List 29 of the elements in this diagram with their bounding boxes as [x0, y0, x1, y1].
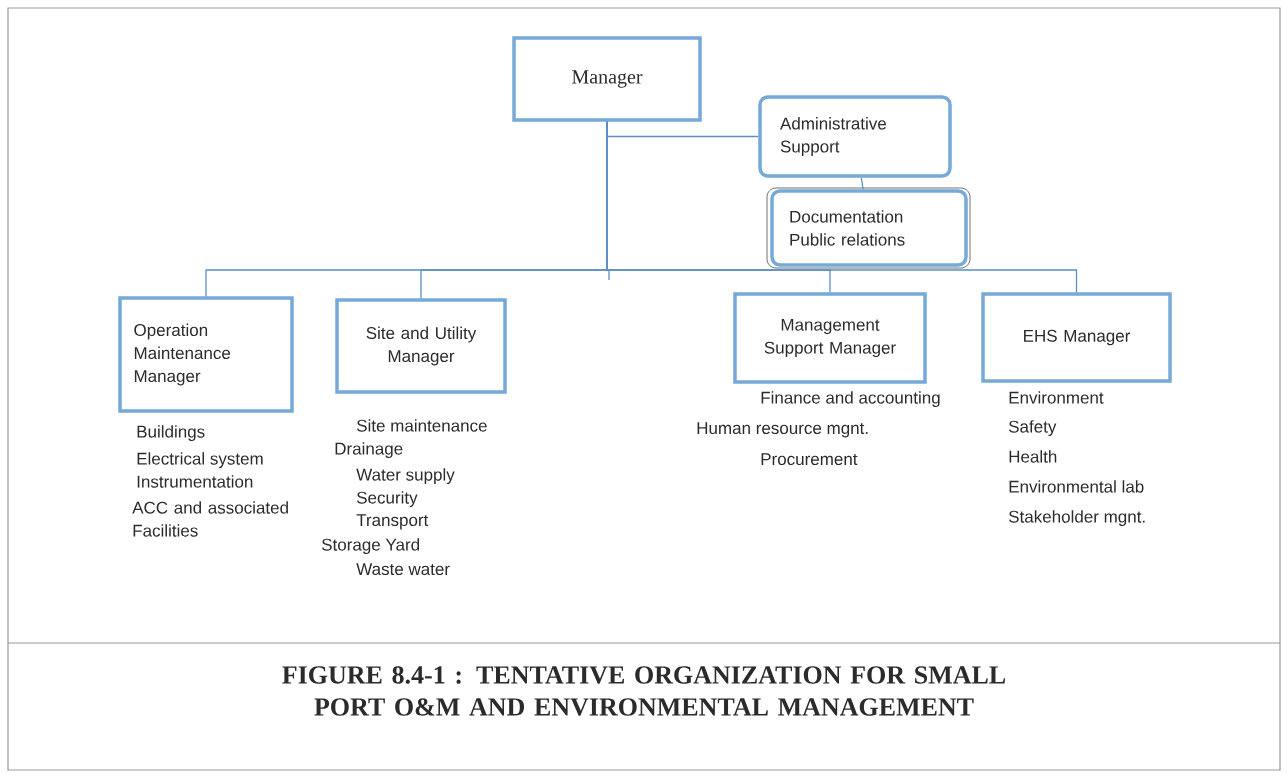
org-box: Management Support Manager	[733, 292, 927, 384]
duty-item: Buildings	[137, 425, 205, 442]
figure-caption: FIGURE 8.4-1 : TENTATIVE ORGANIZATION FOR SMALL PORT O&M AND ENVIRONMENTAL MANAGEMENT	[282, 666, 1006, 716]
duty-item: Drainage	[335, 442, 403, 459]
duty-item: Environment	[1009, 391, 1104, 404]
duty-item: Stakeholder mgnt.	[1009, 510, 1145, 527]
org-box: Documentation Public relations	[766, 187, 971, 269]
duty-item: Electrical system	[137, 452, 263, 469]
duty-item: Safety	[1009, 420, 1057, 437]
duty-item: Waste water	[356, 563, 450, 576]
duty-item: Storage Yard	[321, 538, 419, 555]
org-box: Operation Maintenance Manager	[118, 296, 294, 413]
duty-item: Environmental lab	[1009, 480, 1144, 493]
duty-item: ACC and associated Facilities	[132, 501, 288, 537]
duty-item: Site maintenance	[356, 419, 487, 432]
duty-item: Human resource mgnt.	[697, 422, 868, 438]
duty-item: Instrumentation	[137, 475, 253, 488]
duty-item: Transport	[356, 514, 429, 530]
connector-line	[606, 121, 1078, 293]
org-box: Site and Utility Manager	[335, 298, 507, 394]
duty-item: Water supply	[356, 468, 455, 485]
duty-item: Health	[1009, 450, 1057, 463]
duty-item: Security	[356, 491, 418, 508]
connector-line	[860, 177, 864, 190]
org-box: Administrative Support	[758, 95, 952, 178]
org-box: Manager	[512, 36, 702, 122]
duty-item: Procurement	[761, 453, 858, 466]
duty-item: Finance and accounting	[761, 391, 940, 408]
org-box: EHS Manager	[981, 292, 1172, 383]
